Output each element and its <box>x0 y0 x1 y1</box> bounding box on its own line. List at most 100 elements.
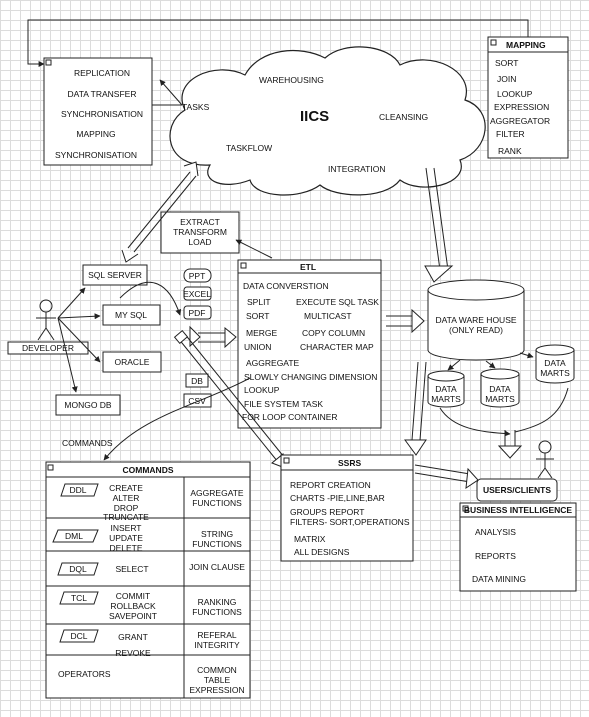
users-clients-label: USERS/CLIENTS <box>482 485 552 495</box>
bi-item: DATA MINING <box>472 574 526 584</box>
cloud-label-warehousing: WAREHOUSING <box>259 75 324 85</box>
etl-item: MULTICAST <box>304 311 352 321</box>
mapping-item: LOOKUP <box>497 89 533 99</box>
bi-box <box>459 502 577 592</box>
ssrs-box <box>280 454 414 562</box>
mapping-box <box>487 36 569 159</box>
commands-table <box>45 461 251 699</box>
etl-box <box>237 259 382 429</box>
etl-item: EXECUTE SQL TASK <box>296 297 379 307</box>
cloud-label-cleansing: CLEANSING <box>379 112 429 122</box>
command-tag: TCL <box>70 593 88 603</box>
etl-item: SPLIT <box>247 297 271 307</box>
mapping-item: AGGREGATOR <box>490 116 551 126</box>
etl-title: ETL <box>300 262 317 272</box>
command-tag: DML <box>65 531 83 541</box>
data-mart-label: DATA MARTS <box>485 384 515 404</box>
oracle-box <box>102 351 162 373</box>
etl-item: COPY COLUMN <box>302 328 366 338</box>
warehouse-cylinder <box>427 279 525 361</box>
command-tag: DDL <box>69 485 87 495</box>
cloud-label-tasks: TASKS <box>182 102 210 112</box>
etl-item: SORT <box>246 311 270 321</box>
mapping-title: MAPPING <box>506 40 546 50</box>
tasks-item: DATA TRANSFER <box>67 89 137 99</box>
command-right: JOIN CLAUSE <box>189 562 245 572</box>
ssrs-item: GROUPS REPORT <box>290 507 365 517</box>
tasks-item: MAPPING <box>76 129 116 139</box>
commands-title: COMMANDS <box>122 465 174 475</box>
cloud-label-taskflow: TASKFLOW <box>226 143 273 153</box>
mysql-box <box>102 304 161 326</box>
etl-item: AGGREGATE <box>246 358 300 368</box>
command-list: CREATE ALTER DROP TRUNCATE <box>103 483 149 523</box>
ssrs-item: CHARTS -PIE,LINE,BAR <box>290 493 385 503</box>
bi-item: REPORTS <box>475 551 516 561</box>
command-list: COMMIT ROLLBACK SAVEPOINT <box>108 591 158 621</box>
file-type-pdf: PDF <box>188 308 206 318</box>
file-type-excel: EXCEL <box>183 289 211 299</box>
tasks-item: REPLICATION <box>73 68 131 78</box>
developer-figure <box>36 299 56 341</box>
etl-text-box <box>160 211 240 254</box>
tasks-box <box>43 57 153 166</box>
users-box <box>476 478 558 502</box>
mapping-item: RANK <box>498 146 522 156</box>
cloud-title: IICS <box>300 108 330 125</box>
mapping-item: EXPRESSION <box>494 102 550 112</box>
ssrs-item: FILTERS- SORT,OPERATIONS <box>290 517 410 527</box>
commands-label: COMMANDS <box>62 438 113 448</box>
etl-item: LOOKUP <box>244 385 280 395</box>
source-mongodb: MONGO DB <box>64 400 112 410</box>
file-type-db: DB <box>191 376 203 386</box>
data-mart-label: DATA MARTS <box>431 384 461 404</box>
etl-item: SLOWLY CHANGING DIMENSION <box>244 372 378 382</box>
command-tag: DQL <box>69 564 87 574</box>
extract-transform-load-text: EXTRACT TRANSFORM LOAD <box>173 217 227 247</box>
cloud-label-integration: INTEGRATION <box>328 164 386 174</box>
tasks-item: SYNCHRONISATION <box>54 150 138 160</box>
etl-item: FOR LOOP CONTAINER <box>242 412 338 422</box>
file-type-csv: CSV <box>188 396 206 406</box>
command-tag: DCL <box>70 631 88 641</box>
source-oracle: ORACLE <box>114 357 150 367</box>
etl-item: FILE SYSTEM TASK <box>244 399 324 409</box>
bi-item: ANALYSIS <box>475 527 516 537</box>
etl-item: UNION <box>244 342 272 352</box>
source-sql-server: SQL SERVER <box>88 270 142 280</box>
ssrs-title: SSRS <box>338 458 362 468</box>
command-right: RANKING FUNCTIONS <box>192 597 242 617</box>
etl-item: MERGE <box>246 328 278 338</box>
developer-label-box <box>7 341 89 355</box>
etl-item: CHARACTER MAP <box>300 342 374 352</box>
command-list: INSERT UPDATE DELETE <box>109 523 143 553</box>
developer-label: DEVELOPER <box>22 343 74 353</box>
command-list: SELECT <box>115 564 149 574</box>
command-right: COMMON TABLE EXPRESSION <box>189 665 245 695</box>
file-type-ppt: PPT <box>188 271 206 281</box>
etl-item: DATA CONVERSTION <box>243 281 329 291</box>
command-right: AGGREGATE FUNCTIONS <box>190 488 244 508</box>
mapping-to-tasks-line <box>27 19 529 67</box>
ssrs-item: REPORT CREATION <box>290 480 371 490</box>
mongodb-box <box>55 394 121 416</box>
iics-cloud <box>169 46 486 196</box>
command-list: GRANT REVOKE <box>115 632 151 659</box>
command-right: REFERAL INTEGRITY <box>194 630 240 650</box>
mapping-item: FILTER <box>496 129 525 139</box>
source-mysql: MY SQL <box>115 310 147 320</box>
users-figure <box>536 440 554 479</box>
ssrs-item: ALL DESIGNS <box>294 547 350 557</box>
command-right: STRING FUNCTIONS <box>192 529 242 549</box>
ssrs-item: MATRIX <box>294 534 326 544</box>
bi-title: BUSINESS INTELLIGENCE <box>463 505 573 515</box>
mapping-item: SORT <box>495 58 519 68</box>
mapping-item: JOIN <box>497 74 517 84</box>
sql-server-box <box>82 264 148 286</box>
warehouse-label: DATA WARE HOUSE (ONLY READ) <box>435 315 517 335</box>
operators-label: OPERATORS <box>58 669 111 679</box>
tasks-item: SYNCHRONISATION <box>60 109 144 119</box>
data-mart-label: DATA MARTS <box>540 358 570 378</box>
